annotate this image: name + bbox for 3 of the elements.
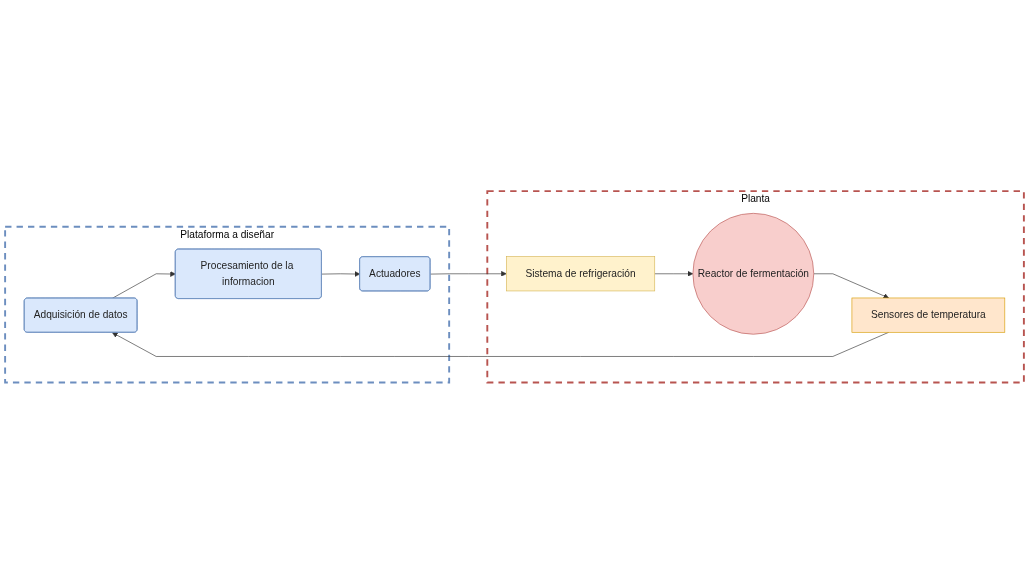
node-box: Sistema de refrigeración — [506, 256, 656, 292]
node-box: Sensores de temperatura — [851, 297, 1006, 333]
node-circle: Reactor de fermentación — [692, 213, 815, 335]
